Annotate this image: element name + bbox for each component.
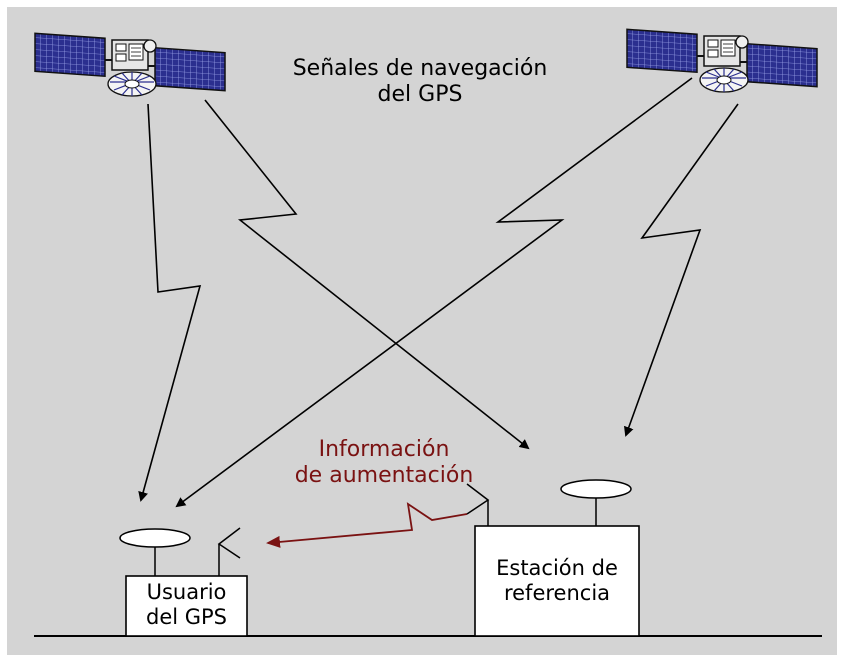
signal-sat2-station xyxy=(624,103,739,437)
user-box xyxy=(125,575,248,637)
signal-sat1-station xyxy=(204,99,530,450)
station-line2: referencia xyxy=(503,581,611,606)
augmentation-label: Información de aumentación xyxy=(284,437,484,490)
title-line1: Señales de navegación xyxy=(292,56,548,81)
station-box xyxy=(474,525,640,637)
augmentation-line2: de aumentación xyxy=(294,463,474,489)
augmentation-line1: Información xyxy=(318,437,450,462)
title-label: Señales de navegación del GPS xyxy=(270,56,570,109)
station-line1: Estación de xyxy=(496,556,618,580)
title-line2: del GPS xyxy=(377,82,463,108)
antenna-icon xyxy=(119,528,191,548)
transmit-antenna-icon xyxy=(466,483,490,515)
transmit-antenna-icon xyxy=(217,527,241,559)
station-label: Estación de referencia xyxy=(475,556,639,606)
user-line2: del GPS xyxy=(145,605,228,630)
user-label: Usuario del GPS xyxy=(126,580,247,630)
signal-sat2-user xyxy=(175,77,693,508)
user-line1: Usuario xyxy=(146,580,227,604)
augmentation-link xyxy=(266,502,468,548)
signal-sat1-user xyxy=(138,103,202,502)
antenna-icon xyxy=(560,479,632,499)
